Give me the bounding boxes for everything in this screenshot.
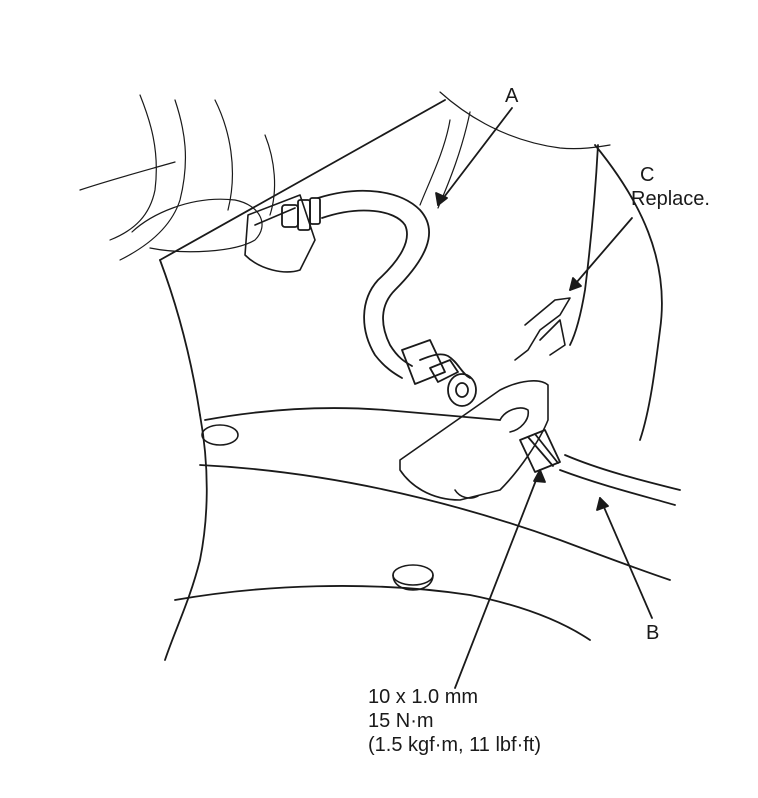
torque-alt: (1.5 kgf·m, 11 lbf·ft) <box>368 734 542 756</box>
bracket-plate <box>244 194 316 273</box>
callout-c-label: C <box>640 164 655 186</box>
leader-torque <box>454 469 541 689</box>
torque-spec: 10 x 1.0 mm 15 N·m (1.5 kgf·m, 11 lbf·ft… <box>368 685 541 757</box>
leader-a <box>437 107 513 206</box>
body-panels <box>79 91 611 261</box>
plug <box>201 424 434 591</box>
leader-b <box>599 497 653 619</box>
brake-hose-a <box>281 189 477 407</box>
torque-thread: 10 x 1.0 mm <box>368 686 479 708</box>
callout-a-label: A <box>505 85 519 107</box>
callout-b-label: B <box>646 622 660 644</box>
leader-c-head <box>569 277 582 291</box>
leader-torque-head <box>533 469 546 483</box>
leader-a-head <box>435 192 448 206</box>
leader-b-head <box>596 497 609 511</box>
torque-nm: 15 N·m <box>368 710 434 732</box>
strut-bracket <box>159 99 671 661</box>
hose-bracket <box>399 380 549 501</box>
leader-lines <box>435 107 653 689</box>
callout-c-note: Replace. <box>631 188 710 210</box>
brake-line-b <box>519 429 681 506</box>
leader-c <box>569 217 633 291</box>
clip-c <box>514 297 571 361</box>
